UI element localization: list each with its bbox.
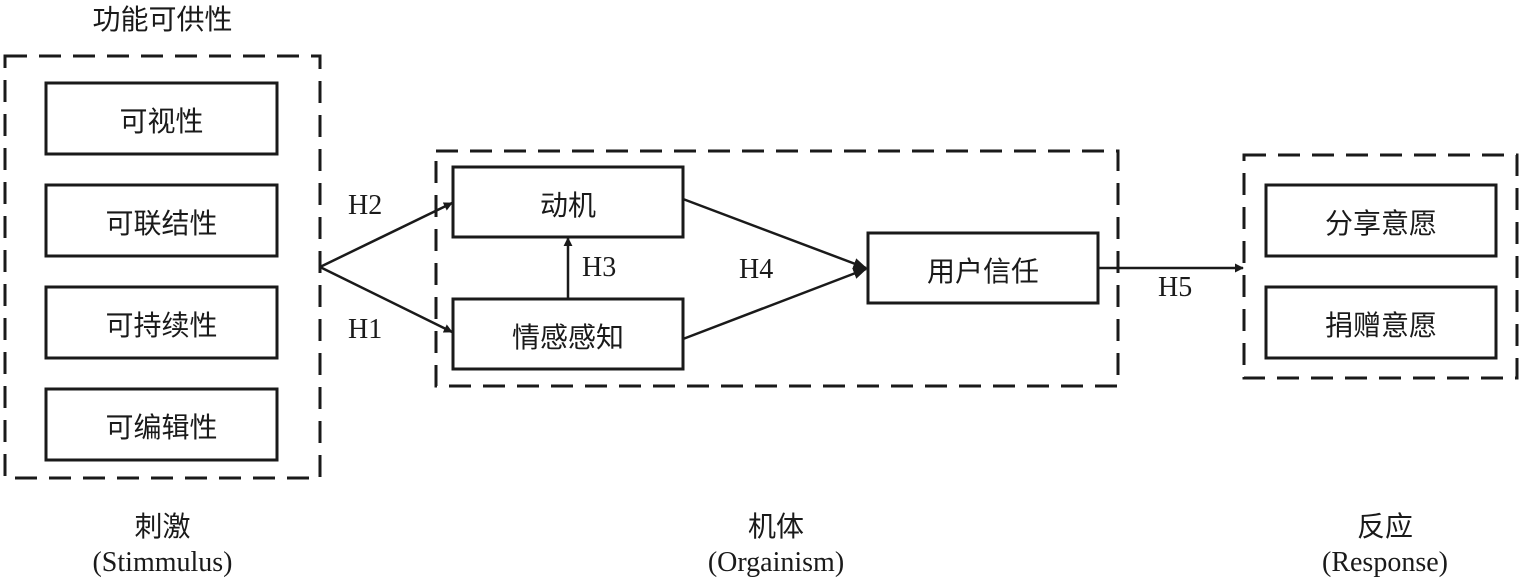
edge-h4-emotion [682,267,868,341]
label-emotional-perception: 情感感知 [511,321,624,354]
hypothesis-h2: H2 [348,190,383,221]
edge-h4-motivation [682,197,868,270]
hypothesis-h3: H3 [582,252,617,283]
box-donate-intention [1264,285,1498,360]
label-visibility: 可视性 [119,105,204,138]
box-associability [44,183,279,258]
label-share-intention: 分享意愿 [1324,207,1437,240]
label-user-trust: 用户信任 [926,255,1039,288]
stage-organism: 机体 (Orgainism) [636,510,916,580]
hypothesis-h1: H1 [348,314,383,345]
edge-h1 [319,265,453,334]
stage-organism-cn: 机体 [747,512,804,543]
label-persistence: 可持续性 [105,309,218,342]
stage-stimulus-cn: 刺激 [134,512,191,543]
stage-stimulus-en: (Stimmulus) [92,547,233,578]
label-donate-intention: 捐赠意愿 [1324,309,1437,342]
hypothesis-h5: H5 [1158,272,1193,303]
stage-organism-en: (Orgainism) [707,547,845,578]
box-persistence [44,285,279,360]
stage-response-en: (Response) [1322,547,1448,578]
box-share-intention [1264,183,1498,258]
box-motivation [451,165,685,239]
label-associability: 可联结性 [105,207,218,240]
hypothesis-h4: H4 [739,254,774,285]
edge-h2 [319,201,453,269]
response-group-border [1242,153,1519,380]
box-editability [44,387,279,462]
box-user-trust [866,231,1100,305]
box-visibility [44,81,279,156]
stage-response-cn: 反应 [1356,512,1413,543]
label-motivation: 动机 [539,189,596,222]
label-editability: 可编辑性 [105,411,218,444]
stage-stimulus: 刺激 (Stimmulus) [0,510,325,580]
stage-response: 反应 (Response) [1265,510,1505,580]
stimulus-group-title: 功能可供性 [92,3,233,36]
box-emotional-perception [451,297,685,371]
